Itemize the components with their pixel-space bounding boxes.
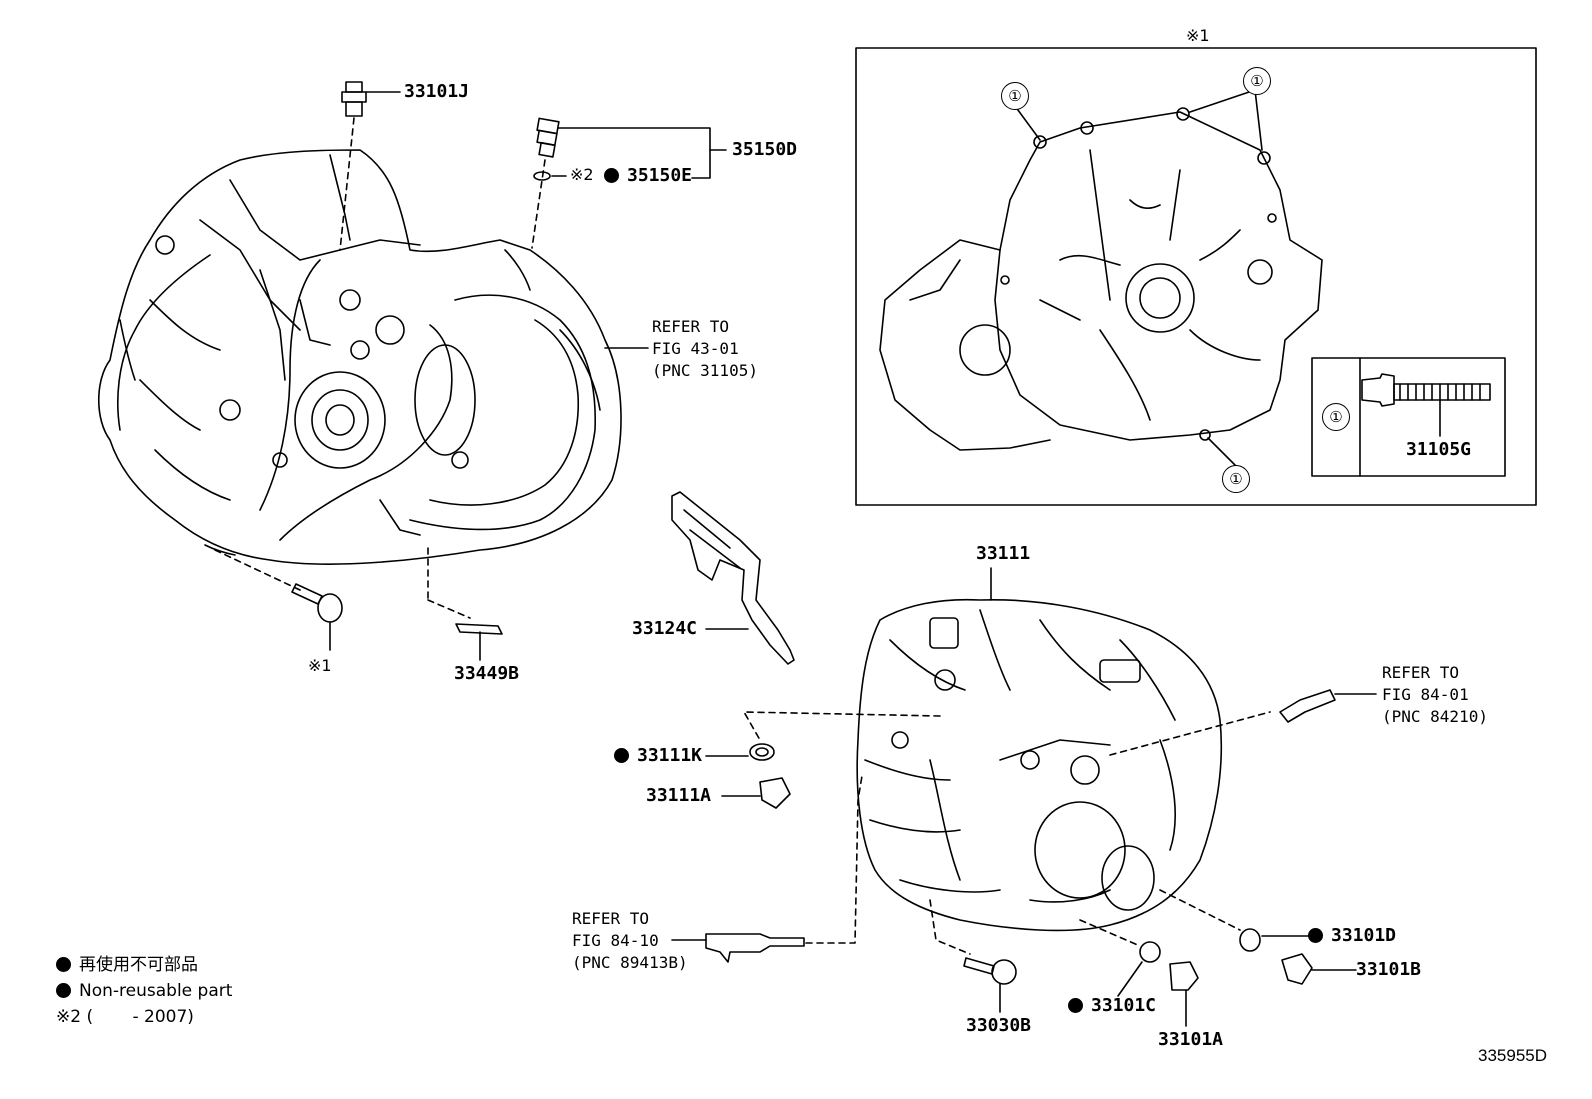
- non-reusable-dot-icon: [1068, 998, 1083, 1013]
- part-35150e-label: 35150E: [604, 166, 692, 186]
- sensor-84-10-drawing: [671, 775, 863, 963]
- legend-non-reusable-en: Non-reusable part: [56, 978, 232, 1004]
- part-33101j-label: 33101J: [404, 81, 470, 102]
- plug-33111-drawing: [705, 711, 941, 809]
- sensor-35150d-drawing: [531, 117, 727, 249]
- part-33030b-label: 33030B: [966, 1015, 1032, 1036]
- bolt-33030b-drawing: [929, 899, 1017, 1013]
- legend-note-2: ※2 ( - 2007): [56, 1007, 194, 1027]
- callout-1-icon: ①: [1222, 465, 1250, 493]
- part-33111-label: 33111: [976, 543, 1031, 564]
- part-33111a-label: 33111A: [646, 785, 712, 806]
- plug-33101a-drawing: [1079, 919, 1199, 1027]
- non-reusable-dot-icon: [604, 168, 619, 183]
- callout-1-icon: ①: [1322, 403, 1350, 431]
- plug-33101j-drawing: [339, 81, 401, 251]
- callout-1-icon: ①: [1243, 67, 1271, 95]
- bolt-drawing: [214, 549, 343, 651]
- part-33101c-label: 33101C: [1068, 996, 1156, 1016]
- bolt-note-1-marker: ※1: [308, 656, 332, 675]
- diagram-code: 335955D: [1478, 1046, 1548, 1065]
- part-35150d-label: 35150D: [732, 139, 798, 160]
- inset-title-marker: ※1: [1186, 26, 1210, 45]
- non-reusable-dot-icon: [614, 748, 629, 763]
- part-33124c-label: 33124C: [632, 618, 698, 639]
- bracket-33124c-drawing: [671, 491, 795, 665]
- non-reusable-dot-icon: [56, 983, 71, 998]
- part-33101d-label: 33101D: [1308, 926, 1396, 946]
- inset-box: [855, 47, 1537, 506]
- non-reusable-dot-icon: [56, 957, 71, 972]
- part-33449b-label: 33449B: [454, 663, 520, 684]
- speed-sensor-84-01-drawing: [1109, 689, 1377, 756]
- part-33101a-label: 33101A: [1158, 1029, 1224, 1050]
- gasket-33449b-drawing: [427, 547, 503, 661]
- legend-non-reusable-jp: 再使用不可部品: [56, 952, 232, 978]
- transmission-case-drawing: [856, 567, 1223, 932]
- non-reusable-dot-icon: [1308, 928, 1323, 943]
- callout-1-icon: ①: [1001, 82, 1029, 110]
- legend: 再使用不可部品 Non-reusable part ※2 ( - 2007): [56, 952, 232, 1030]
- clutch-housing-drawing: [97, 149, 622, 565]
- plug-33101b-drawing: [1159, 889, 1357, 985]
- part-31105g-label: 31105G: [1406, 439, 1472, 460]
- part-33111k-label: 33111K: [614, 746, 702, 766]
- part-33101b-label: 33101B: [1356, 959, 1422, 980]
- note-2-marker: ※2: [570, 165, 594, 184]
